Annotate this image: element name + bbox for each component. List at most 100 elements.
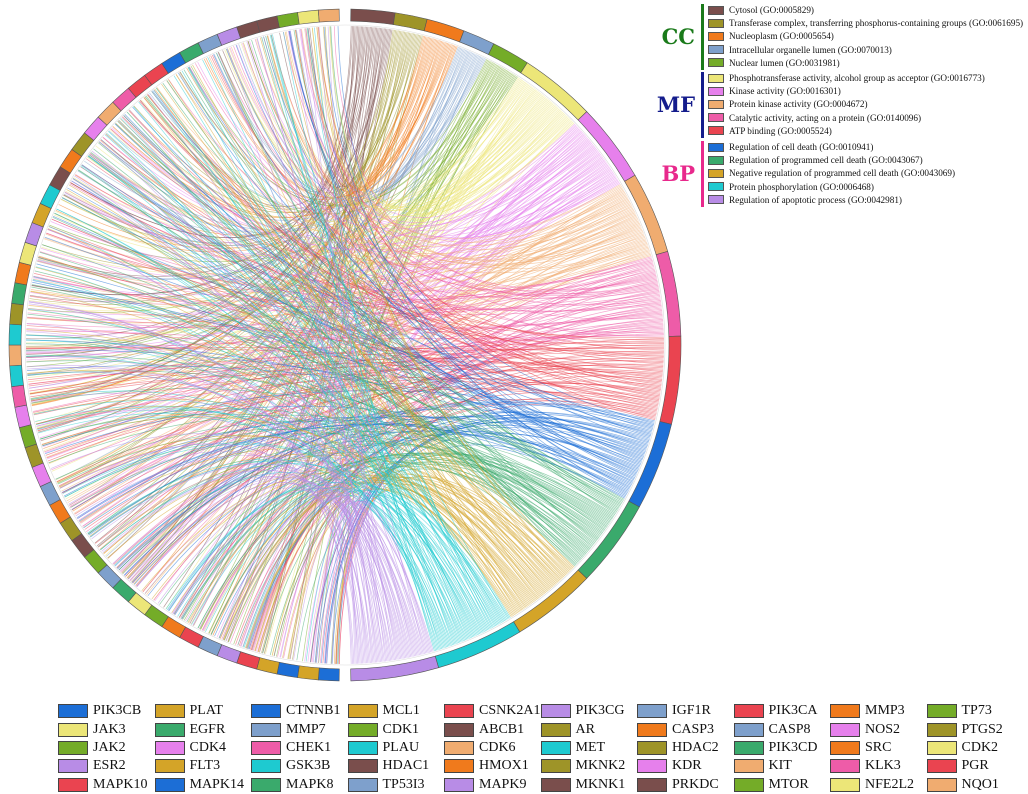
chord-ribbon-line bbox=[323, 26, 627, 496]
gene-legend-item: KDR bbox=[637, 757, 734, 775]
gene-swatch bbox=[830, 759, 860, 774]
chord-ribbon-line bbox=[147, 93, 430, 653]
chord-ribbon-line bbox=[237, 459, 606, 646]
gene-swatch bbox=[154, 777, 185, 792]
go-legend-item: Nucleoplasm (GO:0005654) bbox=[708, 30, 1023, 42]
gene-label: PGR bbox=[961, 758, 989, 774]
chord-diagram bbox=[8, 8, 682, 682]
chord-ribbon-line bbox=[91, 463, 420, 656]
gene-swatch bbox=[251, 722, 281, 737]
chord-ribbon-line bbox=[300, 29, 394, 661]
chord-ribbon-line bbox=[305, 28, 662, 388]
gene-legend-item: HMOX1 bbox=[444, 757, 541, 775]
chord-ribbon-line bbox=[26, 343, 595, 545]
chord-ribbon-line bbox=[261, 37, 629, 247]
chord-ribbon-line bbox=[40, 416, 454, 646]
chord-ribbon-line bbox=[238, 44, 478, 198]
term-segment bbox=[513, 569, 588, 633]
gene-label: NQO1 bbox=[961, 776, 999, 792]
gene-legend-item: MAPK14 bbox=[154, 776, 252, 794]
gene-swatch bbox=[251, 740, 281, 755]
chord-ribbon-line bbox=[210, 477, 550, 635]
gene-legend-item: CDK2 bbox=[926, 739, 1024, 757]
chord-ribbon-line bbox=[168, 79, 664, 334]
gene-legend-item: MKNK1 bbox=[540, 776, 638, 794]
gene-swatch bbox=[58, 759, 88, 774]
chord-ribbon-line bbox=[100, 139, 663, 373]
go-legend-label: Intracellular organelle lumen (GO:007001… bbox=[729, 44, 892, 55]
chord-ribbon-line bbox=[97, 467, 415, 657]
chord-ribbon-line bbox=[28, 301, 407, 659]
gene-legend-item: MMP3 bbox=[830, 702, 927, 720]
term-segment bbox=[350, 8, 396, 25]
chord-ribbon-line bbox=[106, 132, 440, 650]
gene-label: PLAU bbox=[382, 739, 420, 755]
chord-ribbon-line bbox=[88, 155, 460, 644]
chord-ribbon-line bbox=[147, 69, 508, 215]
chord-ribbon-line bbox=[144, 483, 397, 660]
chord-ribbon-line bbox=[114, 472, 449, 648]
chord-ribbon-line bbox=[72, 178, 408, 658]
chord-ribbon-line bbox=[30, 291, 540, 599]
chord-ribbon-line bbox=[36, 263, 638, 474]
go-legend-swatch bbox=[708, 142, 724, 152]
gene-legend-item: CDK4 bbox=[154, 739, 252, 757]
chord-ribbon-line bbox=[81, 165, 500, 625]
chord-ribbon-line bbox=[305, 28, 357, 664]
gene-segment bbox=[8, 344, 22, 367]
chord-ribbon-line bbox=[64, 57, 485, 246]
chord-ribbon-line bbox=[168, 484, 463, 642]
chord-ribbon-line bbox=[313, 27, 435, 652]
gene-swatch bbox=[733, 759, 764, 774]
chord-ribbon-line bbox=[51, 296, 661, 471]
go-legend-label: ATP binding (GO:0005524) bbox=[729, 125, 832, 136]
chord-ribbon-line bbox=[29, 357, 664, 392]
gene-legend-item: ESR2 bbox=[58, 757, 155, 775]
chord-ribbon-line bbox=[285, 31, 621, 240]
chord-ribbon-line bbox=[73, 196, 628, 514]
gene-swatch bbox=[347, 740, 378, 755]
gene-legend-item: TP53I3 bbox=[347, 776, 445, 794]
go-legend-item: Protein kinase activity (GO:0004672) bbox=[708, 98, 985, 110]
go-legend-item: Intracellular organelle lumen (GO:007001… bbox=[708, 44, 1023, 56]
gene-swatch bbox=[637, 759, 667, 774]
chord-ribbon-line bbox=[156, 87, 622, 247]
gene-label: AR bbox=[575, 721, 595, 737]
go-legend-label: Nucleoplasm (GO:0005654) bbox=[729, 31, 834, 42]
gene-swatch bbox=[154, 740, 185, 755]
chord-ribbon-line bbox=[177, 487, 446, 648]
chord-ribbon-line bbox=[197, 61, 613, 238]
chord-ribbon-line bbox=[90, 463, 427, 654]
chord-ribbon-line bbox=[31, 26, 353, 295]
gene-label: CDK6 bbox=[479, 739, 516, 755]
chord-ribbon-line bbox=[26, 262, 654, 354]
chord-ribbon-line bbox=[317, 27, 656, 419]
chord-ribbon-line bbox=[318, 27, 574, 569]
gene-swatch bbox=[251, 759, 281, 774]
gene-label: MAPK10 bbox=[93, 776, 148, 792]
gene-label: HDAC1 bbox=[382, 758, 430, 774]
gene-legend-item: CASP3 bbox=[637, 720, 734, 738]
go-legend-label: Phosphotransferase activity, alcohol gro… bbox=[729, 73, 985, 83]
chord-ribbon-line bbox=[230, 46, 645, 266]
chord-ribbon-line bbox=[48, 226, 656, 421]
chord-ribbon-line bbox=[225, 48, 570, 217]
go-group-label: CC bbox=[661, 24, 695, 49]
gene-label: MKNK1 bbox=[575, 776, 626, 792]
gene-label: CDK4 bbox=[189, 739, 227, 755]
chord-ribbon-line bbox=[26, 334, 506, 622]
gene-label: NFE2L2 bbox=[865, 776, 914, 792]
chord-inner-ring bbox=[24, 24, 666, 666]
chord-ribbon-line bbox=[98, 141, 374, 663]
gene-swatch bbox=[637, 777, 667, 792]
go-legend-label: Protein phosphorylation (GO:0006468) bbox=[729, 181, 874, 192]
gene-label: JAK3 bbox=[93, 721, 126, 737]
go-legend-label: Nuclear lumen (GO:0031981) bbox=[729, 57, 840, 68]
chord-ribbon-line bbox=[64, 427, 607, 529]
go-legend-item: Cytosol (GO:0005829) bbox=[708, 4, 1023, 16]
gene-label: IGF1R bbox=[672, 703, 711, 719]
gene-label: KIT bbox=[768, 758, 792, 774]
chord-ribbon-line bbox=[165, 86, 533, 610]
gene-label: KLK3 bbox=[865, 758, 901, 774]
gene-legend-item: TP73 bbox=[926, 702, 1024, 720]
